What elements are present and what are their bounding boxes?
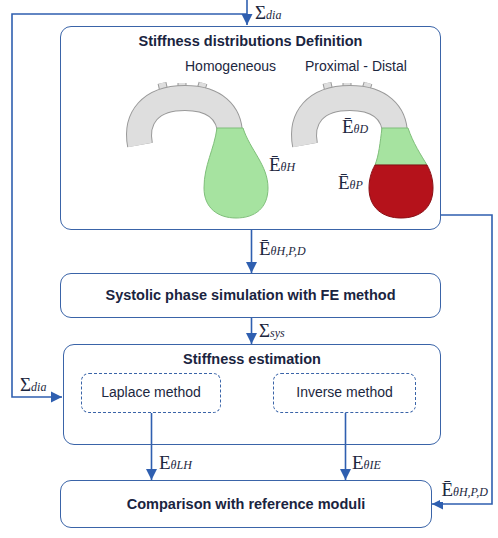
group-heading: Stiffness distributions Definition	[69, 32, 432, 50]
edge-label: ĒθH,P,D	[258, 238, 307, 261]
flow-arrow	[251, 230, 253, 273]
box-label: Comparison with reference moduli	[127, 495, 366, 513]
descending-aorta	[204, 128, 268, 218]
flow-arrow	[345, 413, 347, 480]
process-box: Comparison with reference moduli	[60, 480, 432, 528]
proximal-region	[369, 165, 433, 218]
method-box: Inverse method	[273, 373, 416, 413]
input-symbol: Σdia	[20, 374, 46, 397]
edge-label: EθIE	[351, 452, 382, 475]
flow-arrow	[432, 215, 492, 504]
group-heading: Stiffness estimation	[72, 350, 432, 368]
input-arrow	[246, 0, 248, 25]
flow-arrow	[251, 318, 253, 344]
box-label: Inverse method	[296, 384, 393, 402]
distal-region	[375, 128, 427, 165]
caption-text: Proximal - Distal	[305, 58, 407, 74]
input-symbol: Σdia	[255, 2, 281, 25]
aorta-proximal-distal	[304, 83, 433, 218]
box-label: Laplace method	[101, 384, 201, 402]
flow-arrow	[151, 413, 153, 480]
modulus-symbol: ĒθP	[338, 172, 363, 195]
edge-label: Σsys	[258, 320, 286, 343]
group-box: Stiffness estimationLaplace method Invers…	[63, 344, 441, 445]
aorta-homogeneous	[139, 83, 268, 218]
group-box: Stiffness distributions Definition	[60, 26, 441, 230]
caption-text: Homogeneous	[185, 58, 276, 74]
method-box: Laplace method	[81, 373, 221, 413]
edge-label: EθLH	[158, 452, 193, 475]
edge-label: ĒθH,P,D	[440, 479, 489, 502]
process-box: Systolic phase simulation with FE method	[60, 273, 441, 318]
modulus-symbol: ĒθH	[269, 154, 295, 177]
modulus-symbol: ĒθD	[342, 116, 368, 139]
box-label: Systolic phase simulation with FE method	[105, 286, 395, 304]
